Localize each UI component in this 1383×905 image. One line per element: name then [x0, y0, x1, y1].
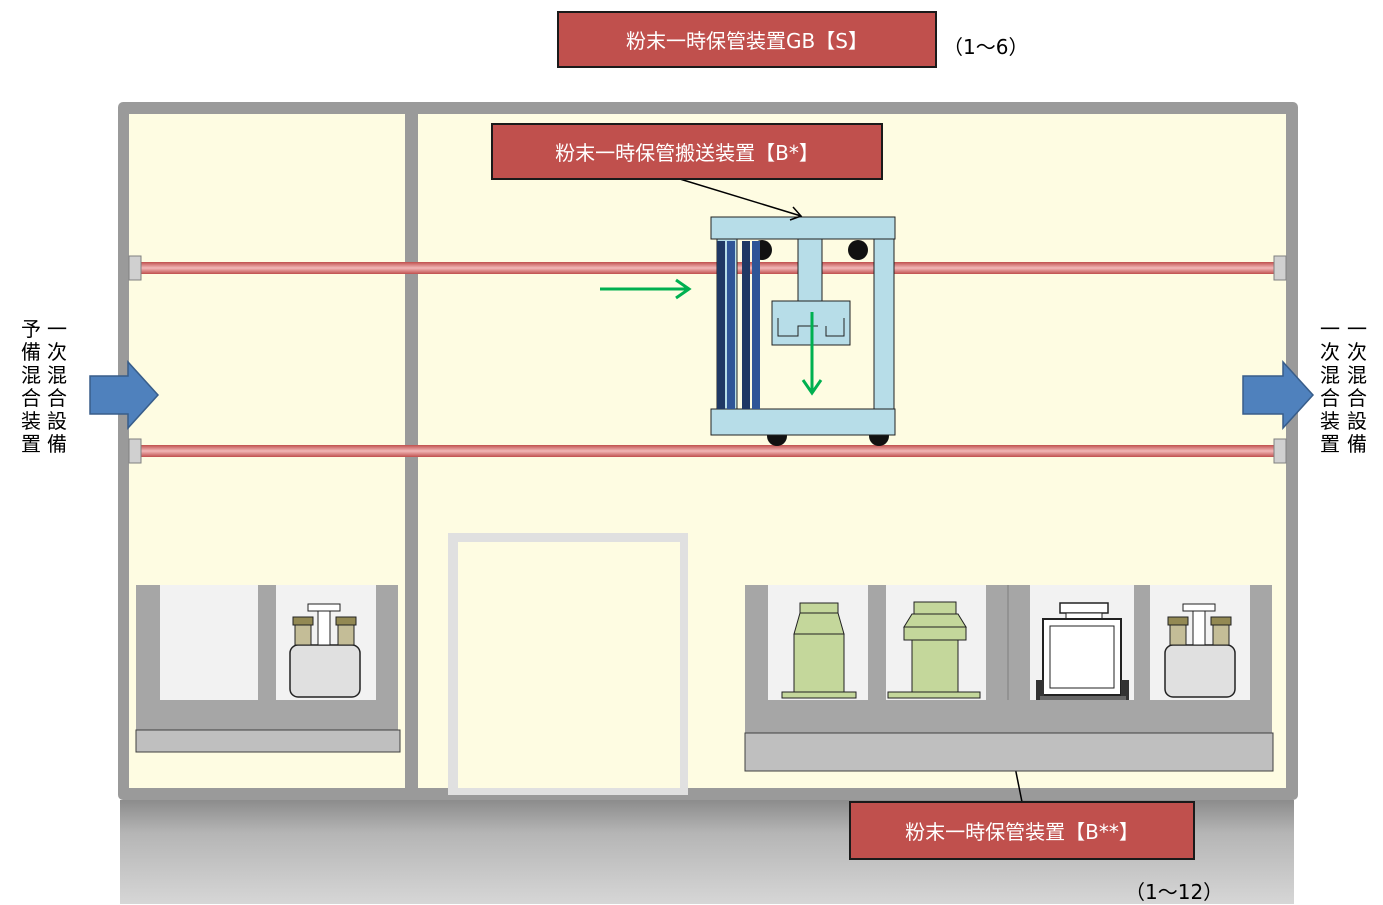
transport-leader-line: [669, 175, 802, 217]
right-label-primary-mixing-equipment: 一次混合設備: [1347, 317, 1367, 456]
gb-storage-label: 粉末一時保管装置GB【S】: [557, 11, 937, 68]
right-label-primary-mixer: 一次混合装置: [1320, 317, 1340, 456]
left-label-primary-mixing-equipment: 一次混合設備: [47, 317, 67, 456]
rail-stop-lower-right: [1273, 438, 1287, 464]
flow-arrow-icon: [600, 278, 823, 396]
lower-rail: [135, 445, 1283, 457]
gb-count-note: （1〜6）: [943, 35, 1029, 59]
storage-unit-left: [135, 585, 401, 753]
storage-count-note: （1〜12）: [1125, 880, 1224, 904]
rail-stop-upper-right: [1273, 255, 1287, 281]
transport-label: 粉末一時保管搬送装置【B*】: [491, 123, 883, 180]
inflow-arrow-icon: [89, 360, 160, 430]
rail-stop-upper-left: [128, 255, 142, 281]
outflow-arrow-icon: [1242, 360, 1315, 430]
storage-unit-right: [744, 585, 1274, 772]
door-opening: [458, 542, 680, 788]
storage-label: 粉末一時保管装置【B**】: [849, 801, 1195, 860]
upper-rail: [135, 262, 1283, 274]
left-label-preliminary-mixer: 予備混合装置: [21, 317, 41, 456]
rail-stop-lower-left: [128, 438, 142, 464]
transport-machine: [710, 216, 896, 446]
